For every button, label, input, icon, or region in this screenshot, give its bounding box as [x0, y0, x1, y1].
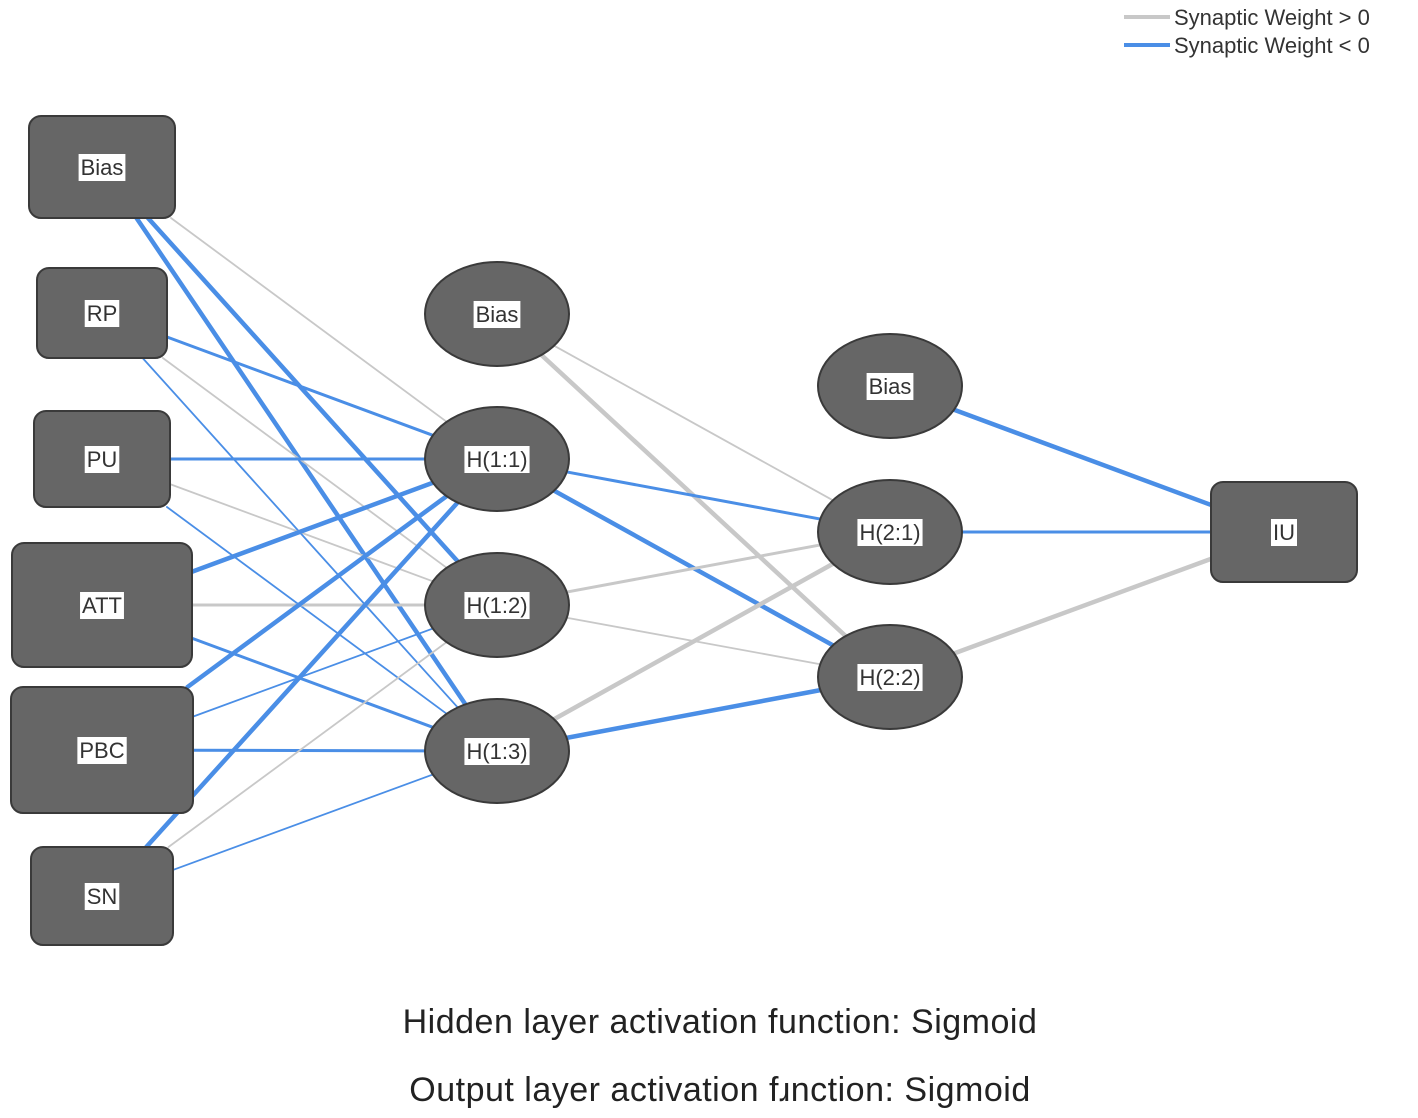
node-label: H(1:1) — [466, 447, 527, 472]
node-label-background — [78, 154, 126, 181]
hidden-activation-caption: Hidden layer activation function: Sigmoi… — [402, 1003, 1038, 1041]
output-activation-caption: Output layer activation fɹnction: Sigmoi… — [409, 1071, 1031, 1109]
node-h12: H(1:2) — [424, 552, 570, 658]
node-h1-bias: Bias — [424, 261, 570, 367]
node-label-background — [84, 300, 120, 327]
node-in-att: ATT — [11, 542, 193, 668]
node-label: ATT — [82, 593, 122, 618]
node-label: H(2:2) — [859, 665, 920, 690]
node-label-background — [866, 373, 914, 400]
edge-in-bias-to-h11 — [170, 217, 449, 424]
edge-in-pbc-to-h13 — [191, 748, 428, 753]
edge-h22-to-out-iu — [950, 556, 1214, 657]
node-out-iu: IU — [1210, 481, 1358, 583]
legend-positive-label: Synaptic Weight > 0 — [1174, 5, 1370, 30]
edge-h1-bias-to-h21 — [552, 344, 835, 502]
node-label: Bias — [869, 374, 912, 399]
node-in-rp: RP — [36, 267, 168, 359]
edge-h11-to-h21 — [563, 470, 824, 521]
edge-in-sn-to-h12 — [167, 640, 449, 848]
node-label: RP — [87, 301, 118, 326]
node-h22: H(2:2) — [817, 624, 963, 730]
node-label: H(2:1) — [859, 520, 920, 545]
edge-h12-to-h21 — [563, 543, 824, 594]
node-label: IU — [1273, 520, 1295, 545]
node-h21: H(2:1) — [817, 479, 963, 585]
edge-in-sn-to-h13 — [172, 773, 435, 871]
connections — [134, 215, 1214, 871]
edge-in-att-to-h11 — [189, 479, 437, 574]
edge-in-rp-to-h12 — [161, 357, 449, 570]
edge-in-rp-to-h11 — [165, 335, 436, 438]
edge-h2-bias-to-out-iu — [950, 407, 1214, 508]
edge-h13-to-h21 — [550, 560, 837, 723]
node-label-background — [473, 301, 521, 328]
node-in-bias: Bias — [28, 115, 176, 219]
node-label-background — [84, 883, 120, 910]
edge-in-bias-to-h12 — [145, 215, 461, 565]
node-label-background — [857, 519, 923, 546]
edge-in-sn-to-h11 — [144, 499, 461, 850]
edge-in-bias-to-h13 — [134, 215, 469, 708]
node-label-background — [80, 592, 124, 619]
edge-in-att-to-h13 — [190, 636, 436, 730]
edge-in-pu-to-h13 — [166, 506, 449, 716]
node-in-pu: PU — [33, 410, 171, 508]
node-label-background — [464, 738, 530, 765]
node-label: Bias — [81, 155, 124, 180]
legend-negative-label: Synaptic Weight < 0 — [1174, 33, 1370, 58]
edge-in-pbc-to-h12 — [192, 627, 435, 718]
node-label: PU — [87, 447, 118, 472]
node-h11: H(1:1) — [424, 406, 570, 512]
node-label-background — [77, 737, 127, 764]
node-h13: H(1:3) — [424, 698, 570, 804]
node-label: H(1:3) — [466, 739, 527, 764]
node-label: SN — [87, 884, 118, 909]
edge-h13-to-h22 — [563, 687, 824, 741]
node-in-pbc: PBC — [10, 686, 194, 814]
node-label: PBC — [79, 738, 124, 763]
node-label-background — [1271, 519, 1297, 546]
node-label: Bias — [476, 302, 519, 327]
nodes: BiasRPPUATTPBCSNBiasH(1:1)H(1:2)H(1:3)Bi… — [10, 115, 1358, 946]
legend: Synaptic Weight > 0 Synaptic Weight < 0 — [1124, 5, 1370, 58]
node-in-sn: SN — [30, 846, 174, 946]
edge-in-pbc-to-h11 — [185, 493, 450, 690]
node-label-background — [857, 664, 923, 691]
node-label-background — [464, 592, 530, 619]
node-label: H(1:2) — [466, 593, 527, 618]
node-h2-bias: Bias — [817, 333, 963, 439]
node-label-background — [84, 446, 120, 473]
node-label-background — [464, 446, 530, 473]
